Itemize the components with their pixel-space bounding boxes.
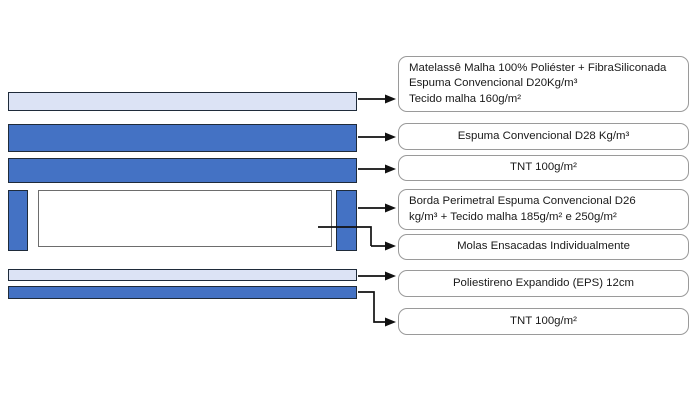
label-line: TNT 100g/m² <box>510 314 577 327</box>
arrowhead-tnt-lower <box>385 317 396 327</box>
label-pocket-springs: Molas Ensacadas Individualmente <box>398 234 689 260</box>
quilted-top-cover-bar <box>8 92 357 111</box>
arrowhead-top-cover <box>385 94 396 104</box>
label-line: kg/m³ + Tecido malha 185g/m² e 250g/m² <box>409 210 617 223</box>
label-line: Molas Ensacadas Individualmente <box>457 240 630 253</box>
arrowhead-eps-board <box>385 271 396 281</box>
label-quilted-top-cover: Matelassê Malha 100% Poliéster + FibraSi… <box>398 56 689 112</box>
label-eps-board: Poliestireno Expandido (EPS) 12cm <box>398 270 689 297</box>
label-line: TNT 100g/m² <box>510 161 577 174</box>
connector-core-elbow <box>358 226 372 246</box>
arrowhead-perimeter-border <box>385 203 396 213</box>
arrowhead-foam-d28 <box>385 132 396 142</box>
arrowhead-tnt-upper <box>385 164 396 174</box>
eps-board-bar <box>8 269 357 281</box>
label-foam-d28: Espuma Convencional D28 Kg/m³ <box>398 123 689 150</box>
connector-tnt-lower <box>358 291 385 323</box>
label-line: Espuma Convencional D20Kg/m³ <box>409 77 578 90</box>
label-tnt-lower: TNT 100g/m² <box>398 308 689 335</box>
arrowhead-pocket-springs <box>385 241 396 251</box>
tnt-lower-bar <box>8 286 357 299</box>
perimeter-border-right <box>336 190 357 251</box>
foam-d28-bar <box>8 124 357 152</box>
tnt-upper-bar <box>8 158 357 183</box>
label-line: Poliestireno Expandido (EPS) 12cm <box>452 276 635 289</box>
label-line: Espuma Convencional D28 Kg/m³ <box>457 129 630 142</box>
label-line: Borda Perimetral Espuma Convencional D26 <box>409 195 636 208</box>
label-line: Matelassê Malha 100% Poliéster + FibraSi… <box>409 61 667 74</box>
pocket-spring-core <box>38 190 332 247</box>
perimeter-border-left <box>8 190 28 251</box>
label-line: Tecido malha 160g/m² <box>409 92 522 105</box>
label-perimeter-border: Borda Perimetral Espuma Convencional D26… <box>398 189 689 230</box>
label-tnt-upper: TNT 100g/m² <box>398 155 689 181</box>
